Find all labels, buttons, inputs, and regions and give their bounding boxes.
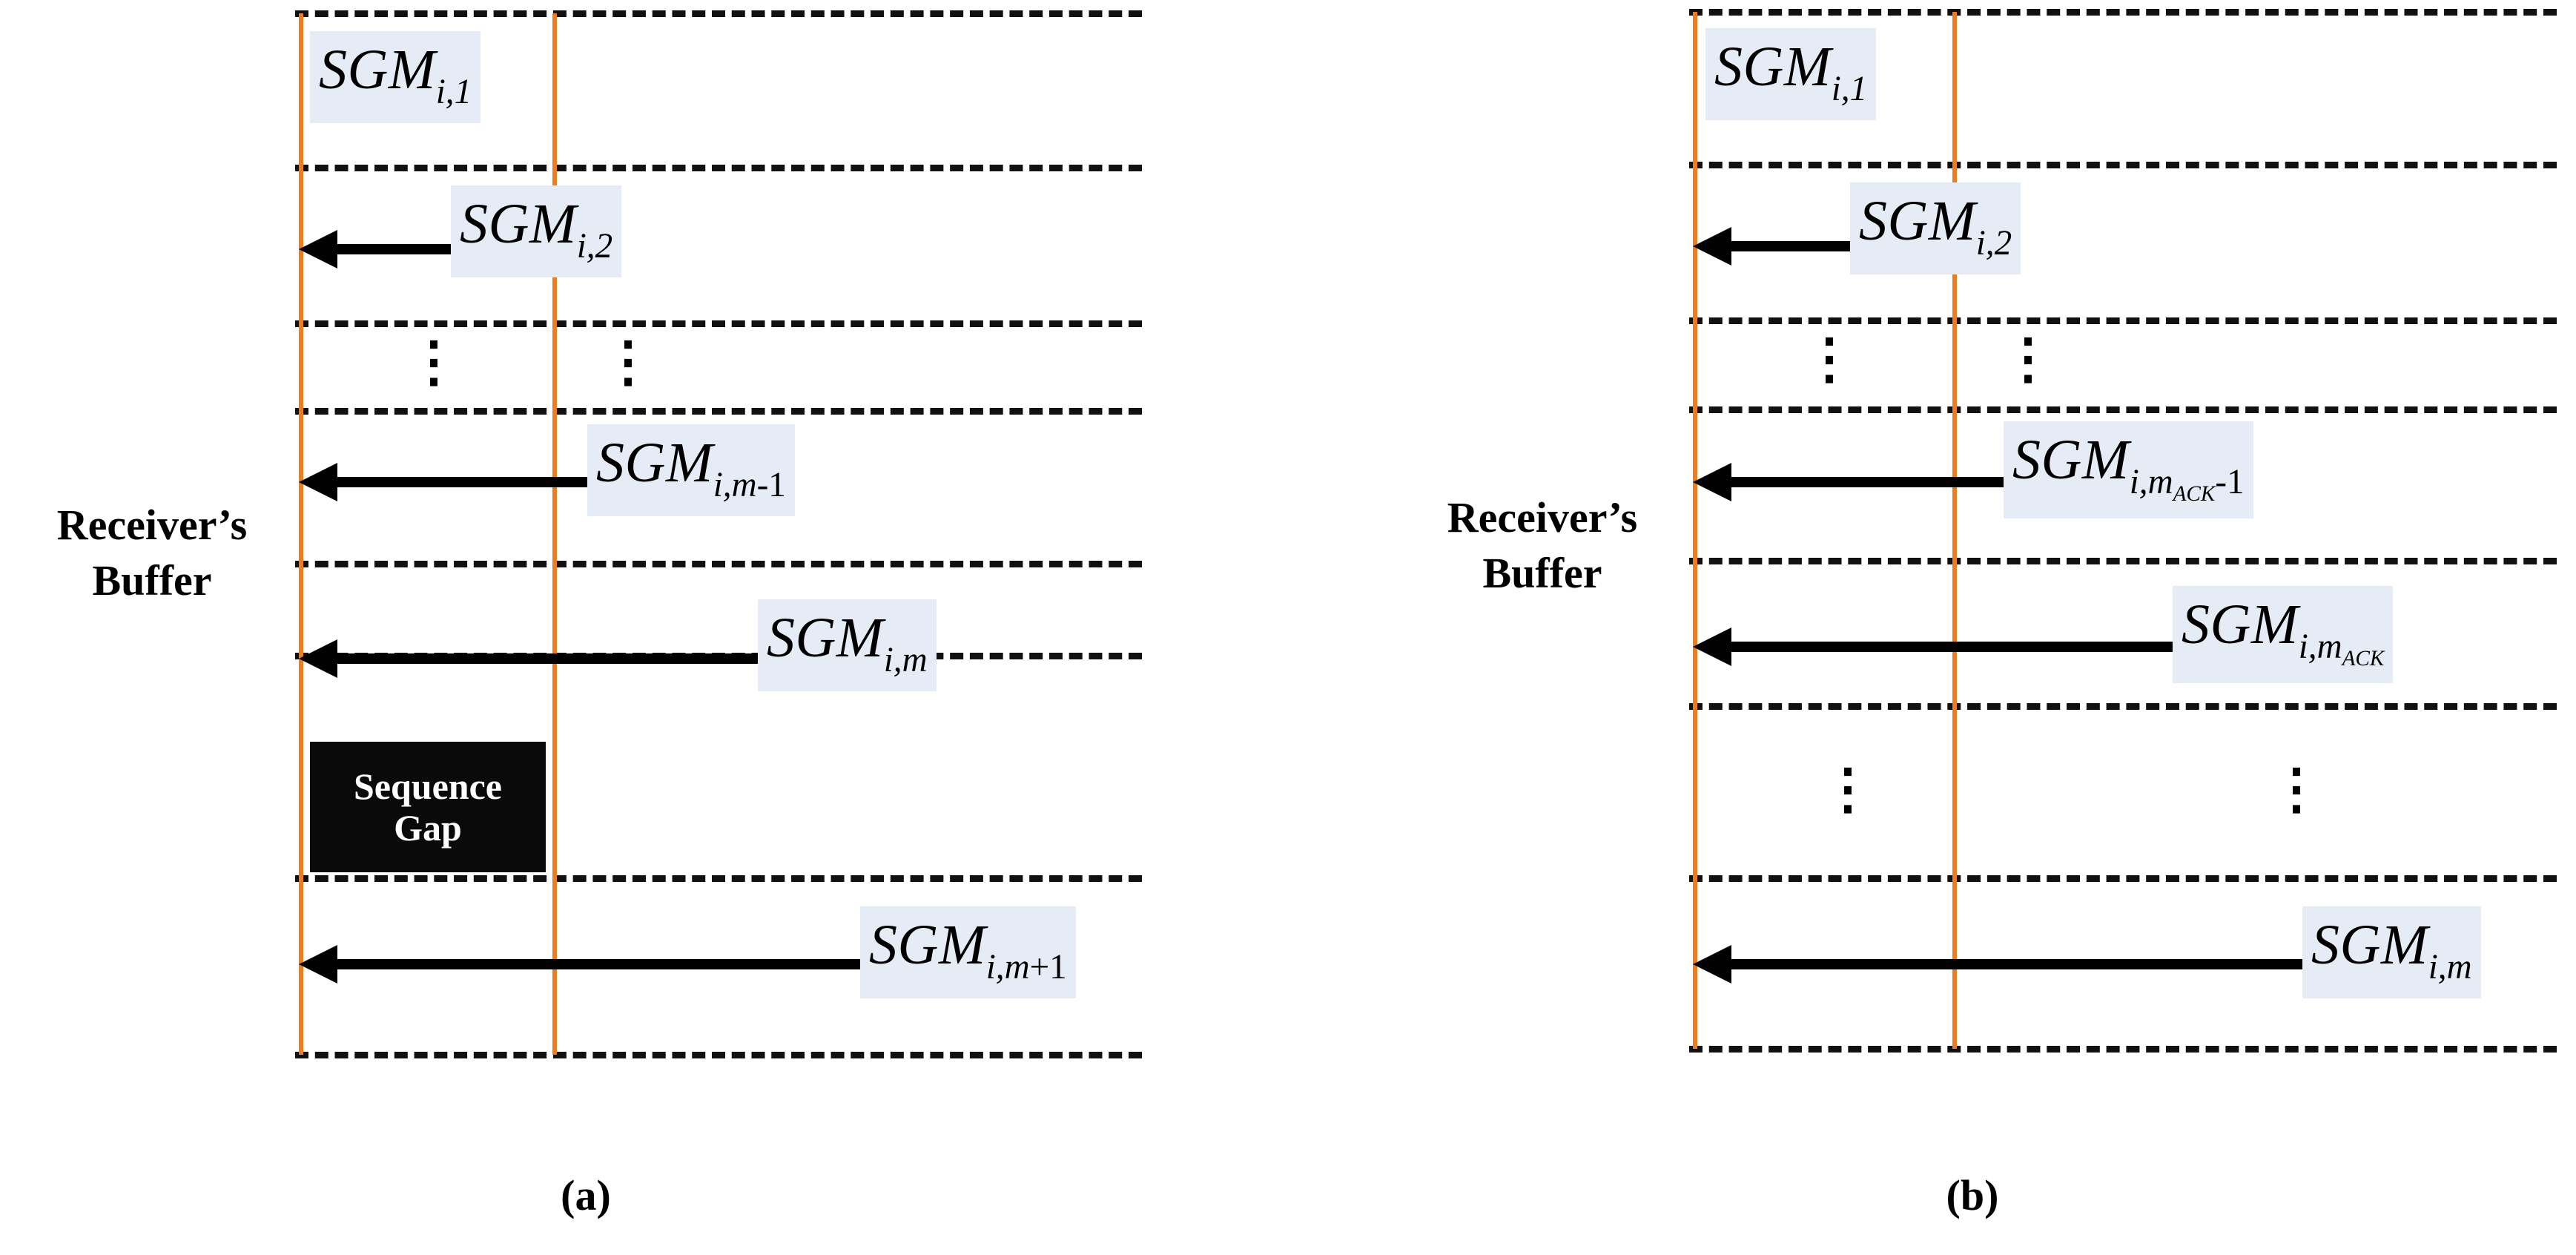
segment-label: SGMi,m: [2302, 906, 2481, 998]
segment-label-sub-sub: ACK: [2342, 646, 2385, 671]
segment-label: SGMi,m-1: [587, 424, 795, 516]
segment-label-suffix: -1: [2215, 462, 2245, 501]
segment-label-sub: i,m: [2428, 947, 2472, 986]
segment-label-name: SGM: [1859, 190, 1976, 252]
receiver-buffer-label: Receiver’s Buffer: [15, 497, 289, 609]
segment-label-sub: i,2: [1975, 223, 2012, 263]
segment-label: SGMi,2: [451, 185, 622, 277]
segment-label-name: SGM: [596, 432, 713, 494]
segment-label-sub: i,mACK-1: [2129, 462, 2245, 504]
buffer-row-separator: [1689, 162, 2557, 168]
vertical-ellipsis-icon: ⋮: [2269, 760, 2324, 820]
buffer-row-separator: [1689, 317, 2557, 324]
buffer-row-separator: [295, 10, 1142, 17]
buffer-row-separator: [1689, 9, 2557, 16]
segment-label-sub: i,m: [883, 640, 928, 679]
segment-label-sub: i,1: [435, 72, 472, 111]
segment-label-sub-text: i,m: [2129, 462, 2173, 501]
segment-label-name: SGM: [767, 607, 884, 669]
vertical-ellipsis-icon: ⋮: [406, 332, 461, 393]
segment-label: SGMi,1: [1705, 28, 1877, 120]
segment-label-suffix: -1: [756, 465, 786, 504]
segment-label-name: SGM: [460, 193, 577, 255]
segment-label-sub-text: i,m: [985, 947, 1030, 986]
receiver-buffer-label-line-2: Buffer: [92, 556, 212, 605]
buffer-row-separator: [1689, 1046, 2557, 1053]
sequence-gap-box: Sequence Gap: [310, 742, 546, 872]
buffer-row-separator: [1689, 558, 2557, 564]
buffer-row-separator: [295, 320, 1142, 327]
buffer-row-separator: [1689, 875, 2557, 882]
receiver-buffer-label-line-1: Receiver’s: [1447, 493, 1638, 541]
segment-label: SGMi,mACK-1: [2004, 421, 2253, 518]
segment-label-sub: i,m+1: [986, 948, 1067, 986]
segment-label: SGMi,1: [310, 31, 481, 123]
segment-label-sub: i,mACK: [2298, 627, 2385, 669]
buffer-row-separator: [295, 1052, 1142, 1058]
buffer-right-boundary: [1952, 12, 1957, 1049]
segment-label-suffix: +1: [1029, 947, 1067, 986]
vertical-ellipsis-icon: ⋮: [1820, 760, 1875, 820]
segment-label-name: SGM: [2182, 593, 2299, 656]
receiver-buffer-label-line-2: Buffer: [1482, 549, 1602, 598]
segment-label: SGMi,2: [1850, 182, 2021, 274]
buffer-row-separator: [295, 165, 1142, 171]
segment-label-name: SGM: [319, 39, 436, 101]
vertical-ellipsis-icon: ⋮: [1802, 329, 1857, 390]
buffer-right-boundary: [552, 13, 557, 1055]
buffer-row-separator: [295, 408, 1142, 415]
receiver-buffer-label-line-1: Receiver’s: [56, 501, 248, 549]
sequence-gap-line-2: Gap: [394, 807, 462, 849]
segment-label-sub: i,2: [576, 226, 613, 266]
segment-label: SGMi,m: [758, 599, 937, 691]
sequence-gap-line-1: Sequence: [354, 765, 502, 807]
segment-label-name: SGM: [2012, 429, 2130, 491]
segment-label: SGMi,mACK: [2173, 586, 2394, 683]
segment-label-name: SGM: [1714, 36, 1832, 98]
receiver-buffer-label: Receiver’s Buffer: [1394, 490, 1691, 602]
buffer-left-boundary: [299, 13, 303, 1055]
segment-label-name: SGM: [2311, 914, 2428, 976]
segment-label-sub-text: i,m: [713, 465, 757, 504]
buffer-row-separator: [295, 875, 1142, 882]
vertical-ellipsis-icon: ⋮: [601, 332, 655, 393]
vertical-ellipsis-icon: ⋮: [2001, 329, 2055, 390]
segment-label-sub-text: i,m: [2298, 627, 2342, 666]
panel-caption-a: (a): [561, 1171, 611, 1219]
segment-label-name: SGM: [869, 914, 986, 976]
segment-label-sub: i,m-1: [713, 466, 786, 504]
segment-label-sub: i,1: [1831, 69, 1868, 108]
segment-label-sub-sub: ACK: [2173, 481, 2216, 506]
buffer-row-separator: [295, 561, 1142, 567]
segment-label: SGMi,m+1: [860, 906, 1076, 998]
buffer-row-separator: [1689, 406, 2557, 413]
buffer-left-boundary: [1693, 12, 1697, 1049]
buffer-row-separator: [1689, 703, 2557, 710]
panel-caption-b: (b): [1946, 1171, 1999, 1219]
